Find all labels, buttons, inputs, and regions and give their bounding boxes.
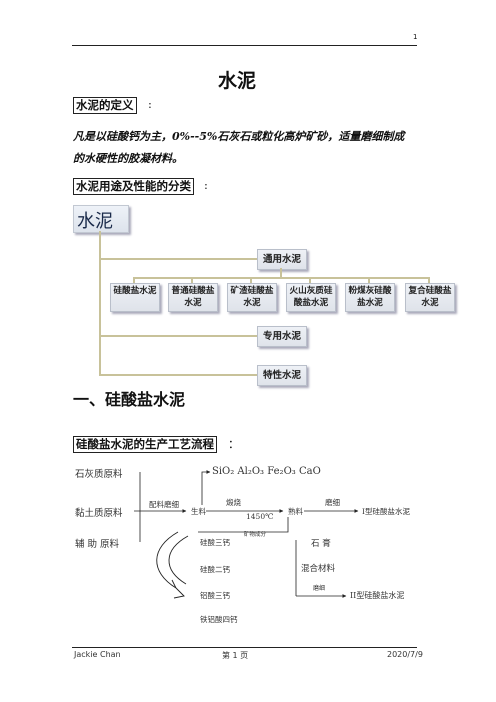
step-grind: 配料磨细: [149, 500, 179, 509]
clinker: 熟料: [288, 507, 303, 516]
node-general-item-1: 硅酸盐水泥: [110, 283, 160, 312]
node-general-item-6-line-1: 复合硅酸盐: [408, 286, 452, 296]
node-general-item-5-line-2: 盐水泥: [357, 297, 383, 308]
oxides: SiO₂ Al₂O₃ Fe₂O₃ CaO: [212, 466, 321, 477]
node-general-item-4-line-1: 火山灰质硅: [289, 286, 333, 296]
node-general-item-4-line-2: 酸盐水泥: [293, 297, 329, 308]
definition-text-2: 的水硬性的胶凝材料。: [73, 152, 183, 165]
connector-item-6: [428, 277, 430, 283]
page-title: 水泥: [218, 70, 257, 92]
node-general-item-2-line-2: 水泥: [184, 297, 202, 308]
minerals-line: [198, 517, 289, 533]
calcine-temp: 1450℃: [246, 512, 274, 521]
definition-colon: :: [148, 97, 152, 111]
oxides-arrow: [201, 470, 211, 505]
definition-text-1: 凡是以硅酸钙为主，0%--5%石灰石或粒化高炉矿砂，适量磨细制成: [73, 130, 405, 143]
connector-general: [99, 258, 257, 260]
node-general-item-1-line-1: 硅酸盐水泥: [113, 286, 157, 296]
node-general-item-3: 矿渣硅酸盐水泥: [227, 283, 277, 312]
node-general-item-5-line-1: 粉煤灰硅酸: [348, 286, 392, 296]
mineral-1: 硅酸三钙: [200, 538, 230, 547]
curved-arrow-inner: [168, 535, 189, 585]
header-page-number: 1: [413, 33, 418, 41]
root-node: 水泥: [73, 205, 129, 233]
step-grind-2: 磨细: [325, 498, 340, 507]
node-general-cement: 通用水泥: [257, 249, 307, 270]
classification-colon: :: [204, 178, 208, 192]
footer-rule: [72, 647, 417, 648]
raw-material-1: 石灰质原料: [75, 469, 123, 480]
connector-main: [99, 231, 101, 375]
node-general-item-4: 火山灰质硅酸盐水泥: [286, 283, 336, 312]
node-general-item-6-line-2: 水泥: [421, 297, 439, 308]
section-title: 一、硅酸盐水泥: [73, 390, 186, 409]
mineral-4: 铁铝酸四钙: [200, 615, 238, 624]
connector-items-bar: [134, 277, 428, 279]
curved-arrow: [156, 531, 185, 599]
footer-date: 2020/7/9: [387, 650, 423, 659]
raw-meal: 生料: [191, 507, 206, 516]
product-type-2: II型硅酸盐水泥: [350, 591, 405, 600]
raw-material-2: 黏土质原料: [75, 508, 123, 519]
node-general-item-2-line-1: 普通硅酸盐: [171, 286, 215, 296]
node-general-item-2: 普通硅酸盐水泥: [168, 283, 218, 312]
mineral-note: 矿物成分: [244, 532, 267, 538]
raw-material-3: 辅 助 原料: [75, 539, 120, 550]
node-general-item-3-line-2: 水泥: [243, 297, 261, 308]
connector-special: [99, 335, 257, 337]
node-general-item-5: 粉煤灰硅酸盐水泥: [345, 283, 395, 312]
footer-author: Jackie Chan: [74, 650, 121, 659]
additive-mixed: 混合材料: [301, 564, 336, 574]
process-colon: ：: [228, 437, 240, 451]
connector-item-3: [250, 277, 252, 283]
node-characteristic-cement: 特性水泥: [257, 365, 307, 386]
product-type-1: I型硅酸盐水泥: [362, 507, 410, 516]
definition-heading: 水泥的定义: [73, 97, 137, 114]
step-calcine: 煅烧: [226, 498, 241, 507]
mineral-3: 铝酸三钙: [200, 591, 230, 600]
node-general-item-6: 复合硅酸盐水泥: [405, 283, 455, 312]
footer-page: 第 1 页: [222, 651, 249, 660]
mineral-2: 硅酸二钙: [200, 565, 230, 574]
connector-characteristic: [99, 374, 257, 376]
node-special-cement: 专用水泥: [257, 326, 307, 347]
process-heading: 硅酸盐水泥的生产工艺流程: [73, 436, 217, 453]
classification-heading: 水泥用途及性能的分类: [73, 178, 194, 195]
connector-item-5: [368, 277, 370, 283]
node-general-item-3-line-1: 矿渣硅酸盐: [230, 286, 274, 296]
connector-item-4: [309, 277, 311, 283]
step-grind-3: 磨细: [313, 585, 326, 592]
connector-item-1: [133, 277, 135, 283]
additive-gypsum: 石 膏: [311, 539, 331, 549]
header-rule: [72, 45, 417, 46]
connector-item-2: [191, 277, 193, 283]
connector-general-down: [280, 268, 282, 278]
root-label: 水泥: [77, 211, 113, 232]
